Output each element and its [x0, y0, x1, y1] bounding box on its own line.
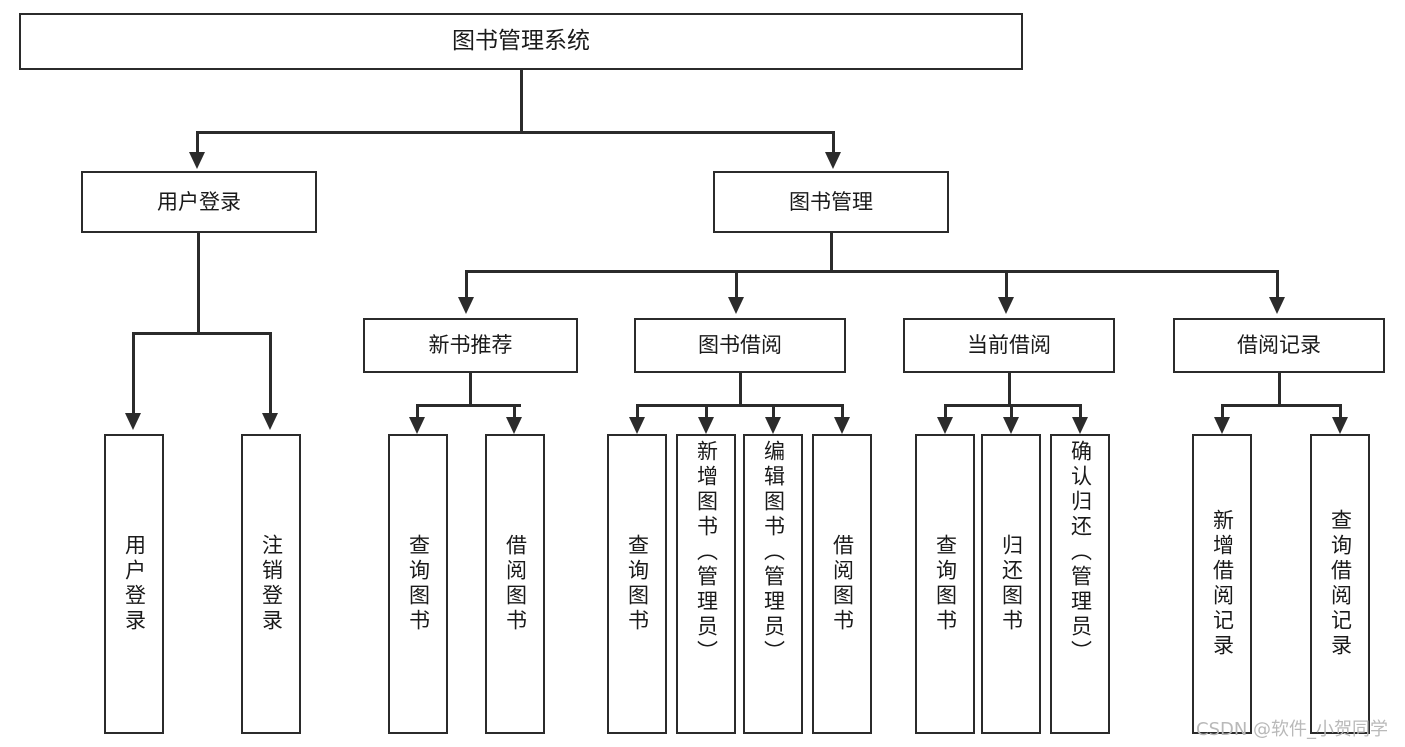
node-label: 借阅图书	[503, 534, 528, 634]
connector-root-stem	[520, 70, 523, 133]
connector-current-borrow-2	[1010, 404, 1013, 420]
connector-book-borrow-4	[841, 404, 844, 420]
csdn-watermark: CSDN @软件_小贺同学	[1196, 719, 1389, 740]
node-label: 用户登录	[157, 189, 241, 214]
connector-book-borrow-2	[705, 404, 708, 420]
arrow-to-book-borrow	[728, 297, 744, 314]
connector-new-book-bar	[417, 404, 521, 407]
node-leaf-borrow-book-1[interactable]: 借阅图书	[485, 434, 545, 734]
arrow-to-leaf-confirm-return	[1072, 417, 1088, 434]
node-label: 查询图书	[625, 534, 650, 634]
node-label: 用户登录	[122, 534, 147, 634]
connector-current-borrow-1	[944, 404, 947, 420]
node-label: 新增借阅记录	[1210, 509, 1235, 659]
connector-book-borrow-1	[636, 404, 639, 420]
node-book-borrow[interactable]: 图书借阅	[634, 318, 846, 373]
arrow-to-leaf-query-book-3	[937, 417, 953, 434]
arrow-to-leaf-edit-book	[765, 417, 781, 434]
arrow-to-leaf-user-login	[125, 413, 141, 430]
arrow-to-leaf-query-record	[1332, 417, 1348, 434]
connector-book-manage-stem	[830, 233, 833, 273]
connector-root-to-book-manage	[832, 131, 835, 155]
connector-user-login-left	[132, 332, 135, 415]
node-label: 新书推荐	[428, 333, 513, 358]
node-label: 编辑图书（管理员）	[761, 440, 786, 665]
arrow-to-leaf-query-book-1	[409, 417, 425, 434]
node-label: 图书管理系统	[452, 27, 590, 54]
connector-root-to-user-login	[196, 131, 199, 155]
arrow-to-leaf-borrow-book-1	[506, 417, 522, 434]
connector-to-book-borrow	[735, 270, 738, 299]
connector-new-book-left	[416, 404, 419, 420]
connector-to-borrow-record	[1276, 270, 1279, 299]
node-label: 借阅记录	[1237, 333, 1321, 358]
connector-root-bar	[197, 131, 834, 134]
connector-borrow-record-left	[1221, 404, 1224, 420]
connector-to-current-borrow	[1005, 270, 1008, 299]
node-leaf-confirm-return[interactable]: 确认归还（管理员）	[1050, 434, 1110, 734]
node-label: 借阅图书	[830, 534, 855, 634]
arrow-root-to-user-login	[189, 152, 205, 169]
node-label: 查询借阅记录	[1328, 509, 1353, 659]
arrow-to-current-borrow	[998, 297, 1014, 314]
connector-new-book-right	[513, 404, 516, 420]
node-root-system[interactable]: 图书管理系统	[19, 13, 1023, 70]
arrow-to-new-book-recommend	[458, 297, 474, 314]
connector-new-book-stem	[469, 373, 472, 407]
node-new-book-recommend[interactable]: 新书推荐	[363, 318, 578, 373]
node-label: 确认归还（管理员）	[1068, 440, 1093, 665]
connector-book-borrow-stem	[739, 373, 742, 407]
node-label: 图书借阅	[698, 333, 782, 358]
node-leaf-query-book-1[interactable]: 查询图书	[388, 434, 448, 734]
node-label: 新增图书（管理员）	[694, 440, 719, 665]
connector-user-login-right	[269, 332, 272, 415]
connector-borrow-record-stem	[1278, 373, 1281, 407]
node-label: 查询图书	[406, 534, 431, 634]
connector-book-borrow-bar	[637, 404, 844, 407]
node-label: 图书管理	[789, 189, 873, 214]
node-leaf-logout[interactable]: 注销登录	[241, 434, 301, 734]
arrow-to-leaf-logout	[262, 413, 278, 430]
node-user-login[interactable]: 用户登录	[81, 171, 317, 233]
connector-current-borrow-stem	[1008, 373, 1011, 407]
connector-borrow-record-bar	[1222, 404, 1340, 407]
arrow-to-borrow-record	[1269, 297, 1285, 314]
node-book-manage[interactable]: 图书管理	[713, 171, 949, 233]
node-label: 注销登录	[259, 534, 284, 634]
connector-user-login-bar	[133, 332, 269, 335]
node-current-borrow[interactable]: 当前借阅	[903, 318, 1115, 373]
node-leaf-query-book-3[interactable]: 查询图书	[915, 434, 975, 734]
node-leaf-add-book[interactable]: 新增图书（管理员）	[676, 434, 736, 734]
arrow-to-leaf-query-book-2	[629, 417, 645, 434]
connector-borrow-record-right	[1339, 404, 1342, 420]
node-label: 当前借阅	[967, 333, 1051, 358]
arrow-to-leaf-add-book	[698, 417, 714, 434]
arrow-to-leaf-return-book	[1003, 417, 1019, 434]
node-leaf-query-record[interactable]: 查询借阅记录	[1310, 434, 1370, 734]
node-leaf-user-login[interactable]: 用户登录	[104, 434, 164, 734]
node-label: 归还图书	[999, 534, 1024, 634]
node-leaf-edit-book[interactable]: 编辑图书（管理员）	[743, 434, 803, 734]
arrow-to-leaf-add-record	[1214, 417, 1230, 434]
connector-user-login-stem	[197, 233, 200, 334]
connector-book-borrow-3	[772, 404, 775, 420]
node-leaf-add-record[interactable]: 新增借阅记录	[1192, 434, 1252, 734]
node-leaf-borrow-book-2[interactable]: 借阅图书	[812, 434, 872, 734]
connector-to-new-book-recommend	[465, 270, 468, 299]
arrow-to-leaf-borrow-book-2	[834, 417, 850, 434]
node-label: 查询图书	[933, 534, 958, 634]
connector-current-borrow-bar	[945, 404, 1080, 407]
arrow-root-to-book-manage	[825, 152, 841, 169]
node-borrow-record[interactable]: 借阅记录	[1173, 318, 1385, 373]
node-leaf-return-book[interactable]: 归还图书	[981, 434, 1041, 734]
node-leaf-query-book-2[interactable]: 查询图书	[607, 434, 667, 734]
connector-book-manage-bar	[466, 270, 1278, 273]
connector-current-borrow-3	[1079, 404, 1082, 420]
